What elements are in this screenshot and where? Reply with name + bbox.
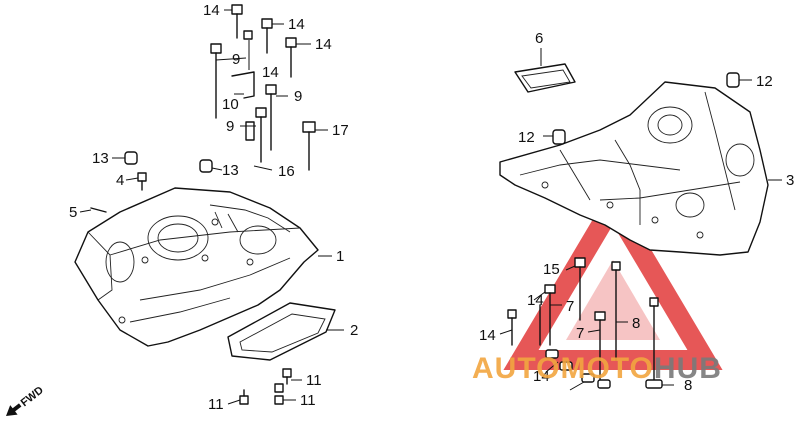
callout-10: 10 bbox=[222, 96, 239, 113]
washer-14d bbox=[243, 30, 253, 40]
callout-13: 13 bbox=[92, 150, 109, 167]
callout-3: 3 bbox=[786, 172, 794, 189]
svg-text:AUTOMOTOHUB: AUTOMOTOHUB bbox=[472, 352, 722, 385]
leader-lines bbox=[79, 9, 782, 405]
callout-14: 14 bbox=[288, 16, 305, 33]
bolt-15 bbox=[574, 257, 586, 321]
callout-2: 2 bbox=[350, 322, 358, 339]
bolt-9c bbox=[255, 107, 267, 163]
bolt-group-upper bbox=[90, 4, 316, 213]
sleeve-13b bbox=[199, 159, 213, 173]
bolt-14f bbox=[507, 309, 517, 346]
upper-crankcase bbox=[74, 187, 319, 347]
callout-12: 12 bbox=[756, 73, 773, 90]
callout-11: 11 bbox=[208, 396, 224, 413]
bolt-14a bbox=[231, 4, 243, 39]
watermark-logo bbox=[503, 185, 723, 370]
bolt-9a bbox=[210, 43, 222, 119]
bracket-10 bbox=[231, 71, 255, 99]
triangle-logo-icon bbox=[503, 185, 723, 370]
callout-14: 14 bbox=[527, 292, 544, 309]
callout-8: 8 bbox=[684, 377, 692, 394]
callout-7: 7 bbox=[576, 325, 584, 342]
bolt-group-lower bbox=[507, 257, 663, 389]
callout-8: 8 bbox=[632, 315, 640, 332]
callout-11: 11 bbox=[300, 392, 316, 409]
callout-4: 4 bbox=[116, 172, 124, 189]
bolt-4 bbox=[137, 172, 147, 191]
callout-5: 5 bbox=[69, 204, 77, 221]
bolt-14e bbox=[544, 284, 556, 346]
bolt-14b bbox=[261, 18, 273, 54]
watermark-moto: MOTO bbox=[560, 352, 653, 385]
callout-labels: 14 14 14 9 14 10 9 9 17 13 4 13 16 5 1 2… bbox=[69, 2, 794, 413]
watermark-text: AUTOMOTOHUB bbox=[472, 352, 722, 385]
washer-14g bbox=[545, 349, 559, 359]
sleeve-13a bbox=[124, 151, 138, 165]
callout-11: 11 bbox=[306, 372, 322, 389]
bolt-8b bbox=[649, 297, 659, 381]
watermark-hub: HUB bbox=[654, 352, 722, 385]
washer-14h bbox=[559, 361, 573, 371]
washer-8c bbox=[645, 379, 663, 389]
callout-9: 9 bbox=[232, 51, 240, 68]
fwd-label: FWD bbox=[19, 384, 46, 409]
callout-14: 14 bbox=[315, 36, 332, 53]
callout-6: 6 bbox=[535, 30, 543, 47]
washer-14j bbox=[597, 379, 611, 389]
lower-crankcase bbox=[499, 81, 769, 256]
dowel-12b bbox=[552, 129, 566, 145]
callout-17: 17 bbox=[332, 122, 349, 139]
arrow-left-icon bbox=[6, 403, 22, 416]
fwd-direction-indicator: FWD bbox=[6, 384, 46, 416]
bolt-group-plate bbox=[239, 368, 292, 405]
bolt-9b bbox=[265, 84, 277, 151]
washer-14i bbox=[581, 373, 595, 383]
callout-9: 9 bbox=[294, 88, 302, 105]
washer-16 bbox=[245, 121, 255, 141]
bolt-14c bbox=[285, 37, 297, 78]
dowel-12a bbox=[726, 72, 740, 88]
pin-5 bbox=[90, 207, 107, 213]
callout-13: 13 bbox=[222, 162, 239, 179]
strainer-6 bbox=[514, 63, 576, 93]
callout-14: 14 bbox=[262, 64, 279, 81]
oil-pan-plate bbox=[227, 302, 336, 361]
callout-1: 1 bbox=[336, 248, 344, 265]
watermark-auto: AUTO bbox=[472, 352, 560, 385]
callout-12: 12 bbox=[518, 129, 535, 146]
bolt-8a bbox=[611, 261, 621, 361]
callout-7: 7 bbox=[566, 298, 574, 315]
callout-15: 15 bbox=[543, 261, 560, 278]
bolt-17 bbox=[302, 121, 316, 171]
callout-9: 9 bbox=[226, 118, 234, 135]
callout-14: 14 bbox=[203, 2, 220, 19]
callout-16: 16 bbox=[278, 163, 295, 180]
callout-14: 14 bbox=[533, 368, 550, 385]
callout-14: 14 bbox=[479, 327, 496, 344]
